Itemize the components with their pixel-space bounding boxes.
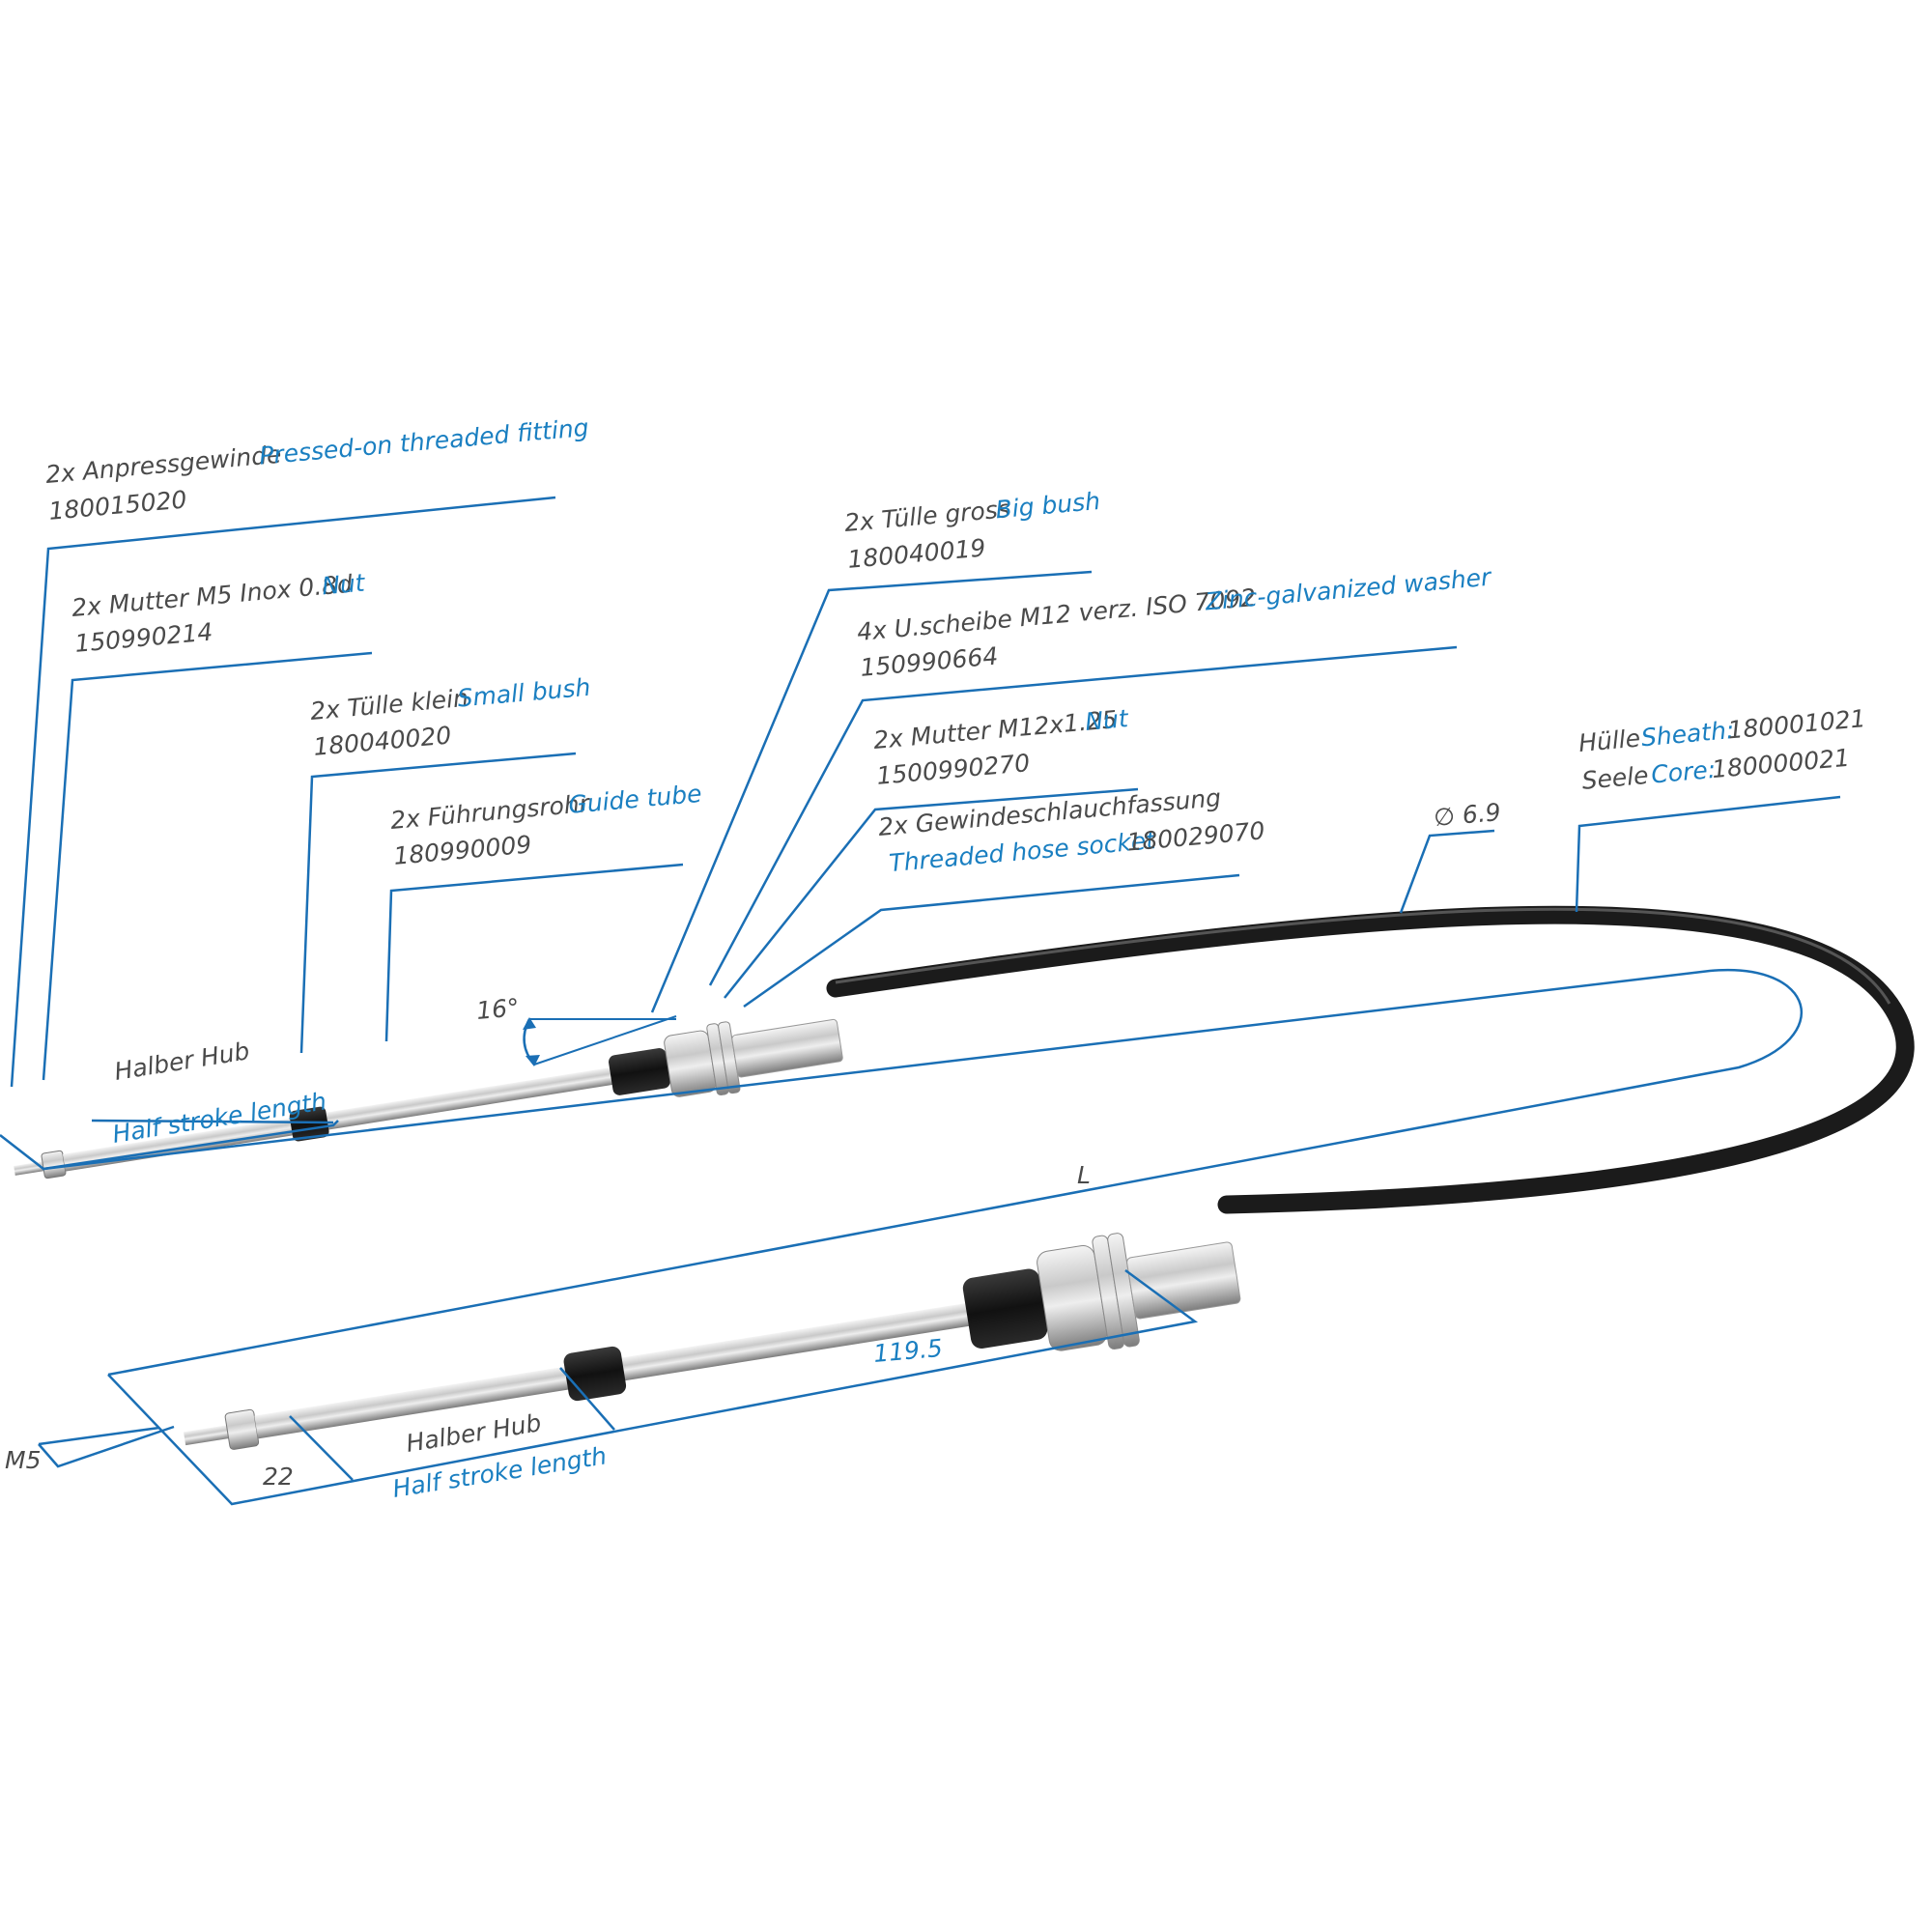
label-sheath-de: Hülle bbox=[1577, 724, 1641, 757]
dim-diameter-label: ∅ 6.9 bbox=[1433, 798, 1502, 832]
bottom-small-bush bbox=[563, 1346, 627, 1402]
label-small-bush-de: 2x Tülle klein bbox=[309, 684, 469, 725]
dim-half-stroke-top bbox=[0, 1120, 339, 1171]
dim-thread-length-label: 22 bbox=[263, 1463, 294, 1491]
bottom-nut-m5 bbox=[224, 1408, 260, 1450]
leader-nut-m5 bbox=[42, 651, 373, 1081]
label-sheath-pn: 180001021 bbox=[1726, 704, 1866, 744]
dim-half-stroke-top-ext bbox=[91, 1119, 334, 1124]
dim-22-right bbox=[289, 1415, 354, 1481]
angle-leg-bottom bbox=[533, 1015, 677, 1065]
label-big-bush-de: 2x Tülle gross bbox=[843, 495, 1011, 537]
label-core-en: Core: bbox=[1650, 755, 1717, 789]
label-nut-m12-pn: 1500990270 bbox=[875, 749, 1031, 790]
label-guide-tube-de: 2x Führungsrohr bbox=[389, 789, 592, 835]
angle-arrow-top bbox=[523, 1017, 536, 1030]
label-small-bush-pn: 180040020 bbox=[312, 721, 452, 760]
leader-big-bush bbox=[650, 570, 1093, 1013]
label-guide-tube-pn: 180990009 bbox=[392, 830, 532, 869]
half-stroke-top-de: Halber Hub bbox=[112, 1037, 251, 1086]
label-fitting-pn: 180015020 bbox=[47, 485, 187, 525]
leader-diameter bbox=[1399, 829, 1495, 914]
label-nut-m12-en: Nut bbox=[1084, 704, 1130, 736]
dim-thread bbox=[38, 1425, 175, 1468]
sheath-highlight bbox=[835, 907, 1891, 1005]
bottom-guide-tube bbox=[254, 1293, 1032, 1439]
label-core-pn: 180000021 bbox=[1711, 744, 1851, 783]
top-hose-socket bbox=[731, 1018, 843, 1078]
dim-thread-label: M5 bbox=[5, 1446, 41, 1474]
leader-guide-tube bbox=[384, 863, 684, 1042]
top-small-bush bbox=[289, 1106, 329, 1142]
label-washer-de: 4x U.scheibe M12 verz. ISO 7092 bbox=[856, 583, 1257, 646]
label-nut-m12-de: 2x Mutter M12x1.25 bbox=[872, 705, 1119, 754]
label-fitting-de: 2x Anpressgewinde bbox=[44, 440, 283, 489]
label-washer-pn: 150990664 bbox=[859, 641, 999, 681]
label-small-bush-en: Small bush bbox=[456, 673, 591, 713]
dim-bottom-base bbox=[107, 1268, 1199, 1506]
dim-angle-label: 16° bbox=[475, 993, 521, 1025]
label-nut-m5-pn: 150990214 bbox=[73, 617, 213, 657]
label-big-bush-pn: 180040019 bbox=[846, 533, 986, 573]
label-fitting-en: Pressed-on threaded fitting bbox=[258, 413, 589, 470]
angle-arrow-bottom bbox=[526, 1055, 540, 1066]
label-washer-en: Zinc-galvanized washer bbox=[1204, 563, 1493, 616]
leader-sheath bbox=[1575, 795, 1841, 913]
half-stroke-bottom-de: Halber Hub bbox=[404, 1408, 543, 1458]
label-sheath-en: Sheath: bbox=[1640, 716, 1736, 752]
bottom-hose-socket bbox=[1126, 1241, 1241, 1320]
leader-fitting bbox=[10, 496, 556, 1088]
bottom-big-bush bbox=[962, 1268, 1048, 1349]
label-nut-m5-en: Nut bbox=[321, 568, 367, 600]
leader-washer bbox=[708, 645, 1458, 986]
label-nut-m5-de: 2x Mutter M5 Inox 0.8d bbox=[71, 570, 354, 622]
bottom-end-assembly bbox=[184, 1233, 1241, 1450]
leader-nut-m12 bbox=[724, 787, 1139, 999]
dim-thread-ext bbox=[38, 1426, 160, 1446]
top-nut-m5 bbox=[41, 1150, 67, 1179]
leader-small-bush bbox=[299, 752, 577, 1054]
dim-offset-label: 119.5 bbox=[872, 1334, 944, 1368]
top-big-bush bbox=[609, 1048, 670, 1095]
label-core-de: Seele bbox=[1580, 761, 1649, 795]
dim-half-stroke-right bbox=[559, 1367, 615, 1431]
dim-length-label: L bbox=[1077, 1161, 1091, 1189]
label-big-bush-en: Big bush bbox=[994, 487, 1101, 524]
label-hose-socket-pn: 180029070 bbox=[1125, 816, 1265, 856]
leader-hose-socket bbox=[743, 873, 1240, 1009]
label-guide-tube-en: Guide tube bbox=[567, 780, 702, 819]
dim-length-loop bbox=[43, 968, 1804, 1377]
top-end-assembly bbox=[14, 1018, 843, 1179]
